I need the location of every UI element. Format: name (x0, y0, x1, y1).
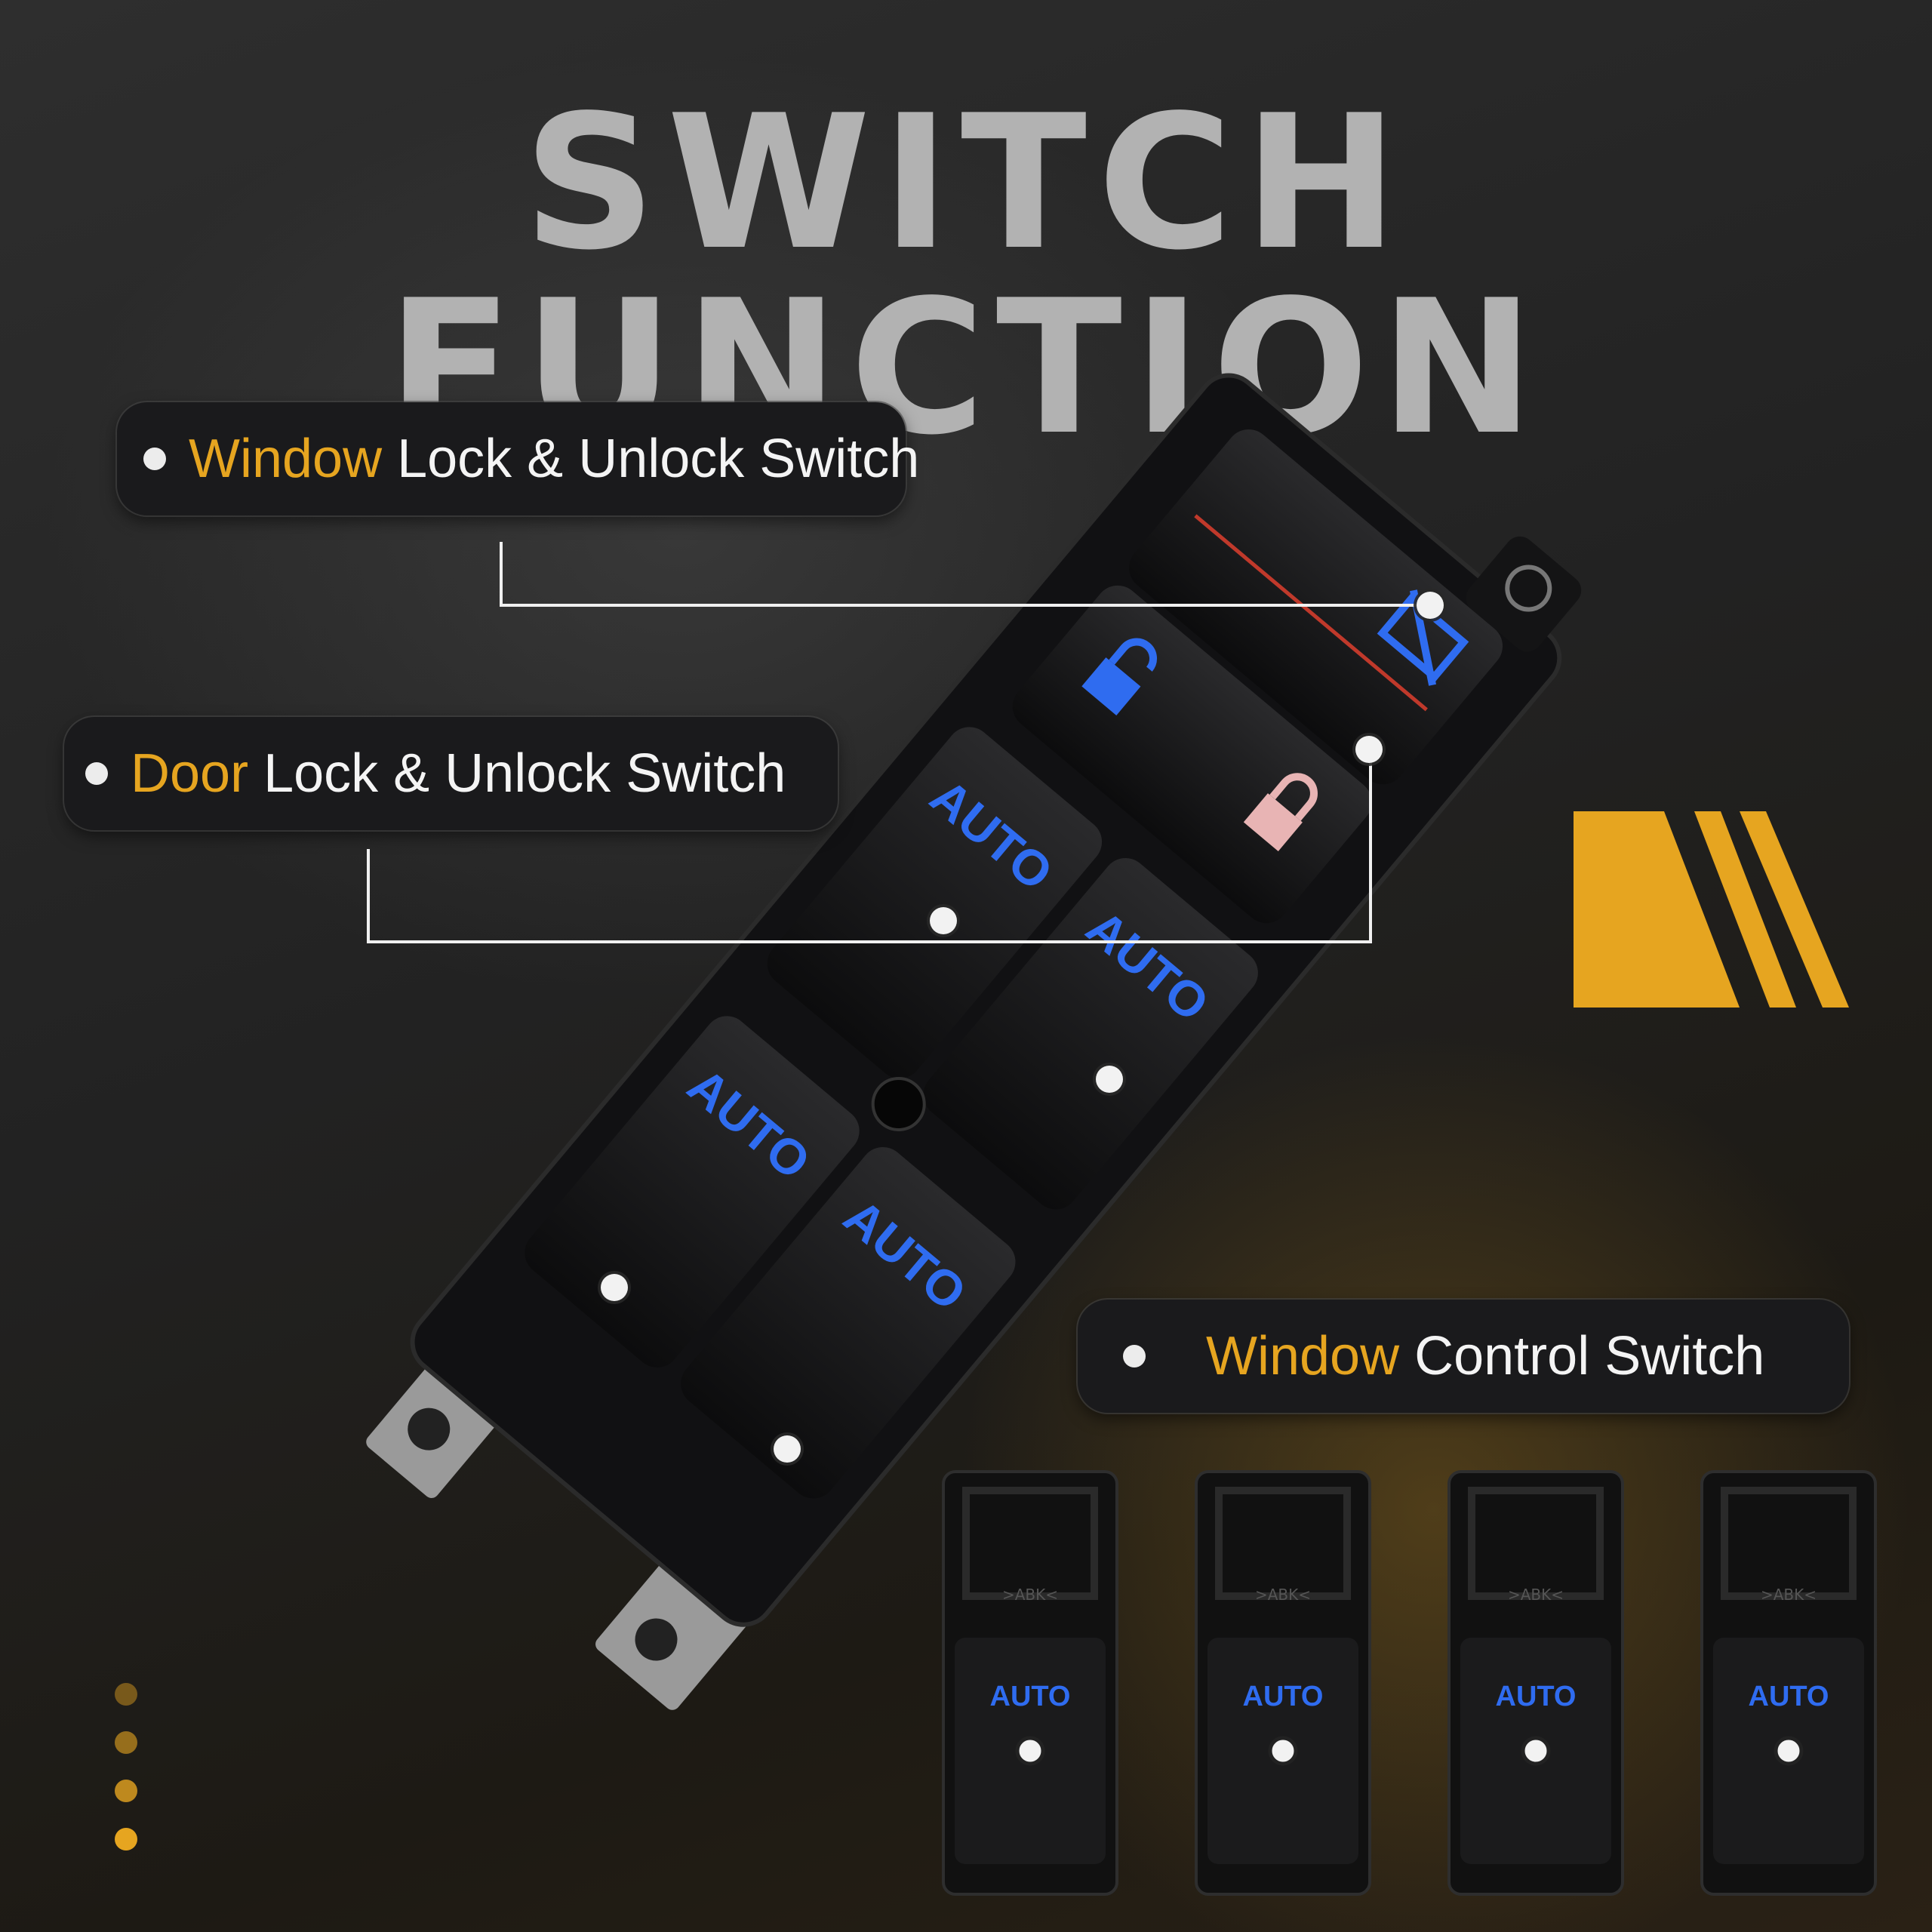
mini-switch-row: >ABK< AUTO >ABK< AUTO >ABK< AUTO >ABK< AUTO (942, 1470, 1877, 1896)
callout-dot (85, 762, 108, 785)
mini-switch-frame (1721, 1487, 1857, 1600)
door-lock-icon (1243, 773, 1318, 851)
leader-line (500, 542, 503, 607)
auto-marker (601, 1274, 628, 1301)
callout-text: Lock & Unlock Switch (382, 429, 920, 489)
auto-marker (1096, 1066, 1123, 1093)
callout-highlight: Door (131, 743, 249, 804)
auto-marker (1774, 1736, 1804, 1766)
callout-text: Lock & Unlock Switch (248, 743, 786, 804)
callout-highlight: Window (1206, 1326, 1400, 1386)
leader-line (367, 849, 370, 943)
brand-stripes-icon (1574, 811, 1849, 1008)
window-lock-marker (1417, 592, 1444, 619)
door-lock-marker (1355, 736, 1383, 763)
mini-window-switch[interactable]: >ABK< AUTO (1195, 1470, 1371, 1896)
callout-dot (143, 448, 166, 470)
mini-switch-code: >ABK< (1002, 1586, 1058, 1604)
auto-marker (1521, 1736, 1551, 1766)
window-switch-front-right[interactable]: AUTO (914, 849, 1267, 1219)
callout-highlight: Window (189, 429, 383, 489)
page-title: SWITCH FUNCTION (386, 75, 1546, 475)
callout-dot (1123, 1345, 1146, 1367)
mini-switch-frame (962, 1487, 1098, 1600)
window-switch-rear-right[interactable]: AUTO (672, 1138, 1025, 1508)
leader-line (500, 604, 1430, 607)
mini-switch-frame (1468, 1487, 1604, 1600)
auto-marker (1268, 1736, 1298, 1766)
dot (115, 1683, 137, 1706)
dot (115, 1828, 137, 1850)
leader-line (1369, 755, 1372, 943)
auto-marker (1015, 1736, 1045, 1766)
auto-label: AUTO (1749, 1681, 1829, 1712)
dot (115, 1731, 137, 1754)
mini-switch-code: >ABK< (1761, 1586, 1817, 1604)
callout-window-control: Window Control Switch (1078, 1300, 1849, 1413)
mini-window-switch[interactable]: >ABK< AUTO (1700, 1470, 1877, 1896)
callout-window-lock: Window Lock & Unlock Switch (117, 402, 919, 515)
mini-switch-code: >ABK< (1508, 1586, 1564, 1604)
mini-window-switch[interactable]: >ABK< AUTO (942, 1470, 1118, 1896)
auto-marker (930, 907, 957, 934)
mini-switch-code: >ABK< (1255, 1586, 1311, 1604)
window-switch-front-left[interactable]: AUTO (758, 718, 1111, 1088)
auto-label: AUTO (1243, 1681, 1324, 1712)
callout-door-lock: Door Lock & Unlock Switch (64, 717, 838, 830)
auto-label: AUTO (990, 1681, 1071, 1712)
leader-line (367, 940, 1372, 943)
auto-marker (774, 1435, 801, 1463)
callout-text: Control Switch (1399, 1326, 1765, 1386)
door-unlock-icon (1081, 638, 1158, 715)
dot (115, 1780, 137, 1802)
mini-switch-frame (1215, 1487, 1351, 1600)
mini-window-switch[interactable]: >ABK< AUTO (1447, 1470, 1624, 1896)
auto-label: AUTO (1496, 1681, 1577, 1712)
